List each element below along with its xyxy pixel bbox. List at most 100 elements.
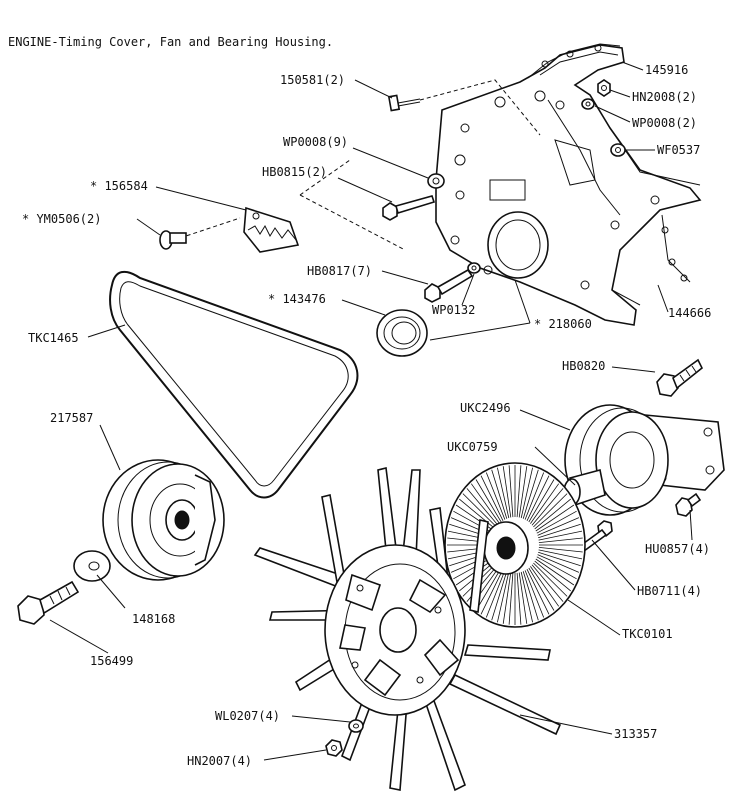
- washer-148168-part: [73, 550, 111, 582]
- coupling-fin: [508, 572, 514, 625]
- coupling-fin: [480, 569, 504, 615]
- coupling-fin: [491, 571, 508, 621]
- callout-ukc2496: UKC2496: [460, 401, 511, 415]
- coupling-fin: [538, 523, 581, 539]
- coupling-fin: [534, 498, 571, 530]
- coupling-fin: [497, 571, 510, 623]
- coupling-fin: [485, 472, 506, 520]
- coupling-fin: [538, 551, 581, 567]
- callout-hb0817: HB0817(7): [307, 264, 372, 278]
- seal-143476-part: [376, 309, 428, 357]
- callout-wp0008-2: WP0008(2): [632, 116, 697, 130]
- washer-wp0008-part: [581, 98, 595, 110]
- callout-wp0132: WP0132: [432, 303, 475, 317]
- callout-156584: * 156584: [90, 179, 148, 193]
- coupling-fin: [522, 571, 539, 621]
- callout-217587: 217587: [50, 411, 93, 425]
- coupling-fin: [470, 483, 500, 524]
- coupling-fin: [524, 472, 545, 520]
- coupling-fin: [535, 558, 575, 586]
- bracket-156584-part: [243, 206, 300, 253]
- coupling-fin: [516, 572, 522, 625]
- bolt-150581-part: [387, 94, 421, 112]
- viscous-coupling-part: [444, 462, 586, 628]
- drive-belt-part: [109, 270, 359, 499]
- callout-144666: 144666: [668, 306, 711, 320]
- coupling-fin: [524, 570, 545, 618]
- callout-150581: 150581(2): [280, 73, 345, 87]
- coupling-fin: [538, 530, 583, 541]
- callout-hn2007: HN2007(4): [187, 754, 252, 768]
- cooling-fan-part: [253, 467, 562, 792]
- coupling-fin: [518, 572, 528, 624]
- gasket-144666-part: [527, 43, 701, 283]
- callout-hb0820: HB0820: [562, 359, 605, 373]
- callout-ukc0759: UKC0759: [447, 440, 498, 454]
- coupling-fin: [459, 498, 496, 530]
- callout-tkc1465: TKC1465: [28, 331, 79, 345]
- nut-hn2007-part: [325, 739, 343, 757]
- coupling-fin: [530, 483, 560, 524]
- coupling-fin: [502, 572, 512, 624]
- callout-hu0857: HU0857(4): [645, 542, 710, 556]
- nut-hn2008-part: [597, 79, 611, 97]
- coupling-fin: [497, 467, 510, 519]
- callout-148168: 148168: [132, 612, 175, 626]
- callout-tkc0101: TKC0101: [622, 627, 673, 641]
- bolt-156499-part: [17, 580, 80, 625]
- coupling-fin: [485, 570, 506, 618]
- coupling-fin: [475, 479, 502, 523]
- washer-wl0207-part: [348, 719, 364, 733]
- washer-wf0537-part: [610, 143, 626, 157]
- coupling-fin: [502, 466, 512, 518]
- callout-wf0537: WF0537: [657, 143, 700, 157]
- coupling-fin: [535, 504, 575, 532]
- coupling-fin: [528, 479, 555, 523]
- timing-cover-part: [435, 44, 702, 326]
- coupling-fin: [475, 567, 502, 611]
- coupling-fin: [533, 562, 568, 597]
- bolt-hb0820-part: [656, 358, 704, 397]
- coupling-fin: [520, 571, 533, 623]
- coupling-fin: [531, 488, 564, 526]
- coupling-fin: [537, 517, 580, 536]
- coupling-fin: [526, 475, 550, 521]
- callout-145916: 145916: [645, 63, 688, 77]
- bolt-hu0857-part: [675, 492, 702, 517]
- coupling-fin: [526, 569, 550, 615]
- callout-313357: 313357: [614, 727, 657, 741]
- callout-hn2008: HN2008(2): [632, 90, 697, 104]
- coupling-fin: [516, 465, 522, 518]
- coupling-fin: [508, 465, 514, 518]
- leader-lines: [49, 61, 693, 761]
- callout-wp0008-9: WP0008(9): [283, 135, 348, 149]
- callout-wl0207: WL0207(4): [215, 709, 280, 723]
- coupling-fin: [536, 556, 577, 580]
- callout-218060: * 218060: [534, 317, 592, 331]
- coupling-fin: [538, 547, 583, 553]
- coupling-fin: [534, 560, 571, 592]
- coupling-fin: [462, 493, 497, 528]
- coupling-fin: [528, 567, 555, 611]
- coupling-fin: [530, 566, 560, 607]
- bolt-hb0815-part: [382, 195, 436, 221]
- coupling-fin: [533, 493, 568, 528]
- diagram-title: ENGINE-Timing Cover, Fan and Bearing Hou…: [8, 35, 333, 49]
- coupling-fin: [536, 510, 577, 534]
- bolt-hb0817-part: [424, 268, 474, 303]
- coupling-fin: [538, 537, 583, 543]
- coupling-fin: [537, 554, 580, 573]
- callout-hb0815: HB0815(2): [262, 165, 327, 179]
- coupling-fin: [491, 469, 508, 519]
- washer-wp0008-9-part: [427, 173, 445, 189]
- callout-ym0506: * YM0506(2): [22, 212, 101, 226]
- coupling-fin: [520, 467, 533, 519]
- screw-ym0506-part: [159, 230, 187, 250]
- crank-pulley-part: [102, 459, 225, 581]
- coupling-fin: [522, 469, 539, 519]
- coupling-fin: [518, 466, 528, 518]
- coupling-fin: [466, 488, 499, 526]
- washer-wp0132-part: [467, 262, 481, 274]
